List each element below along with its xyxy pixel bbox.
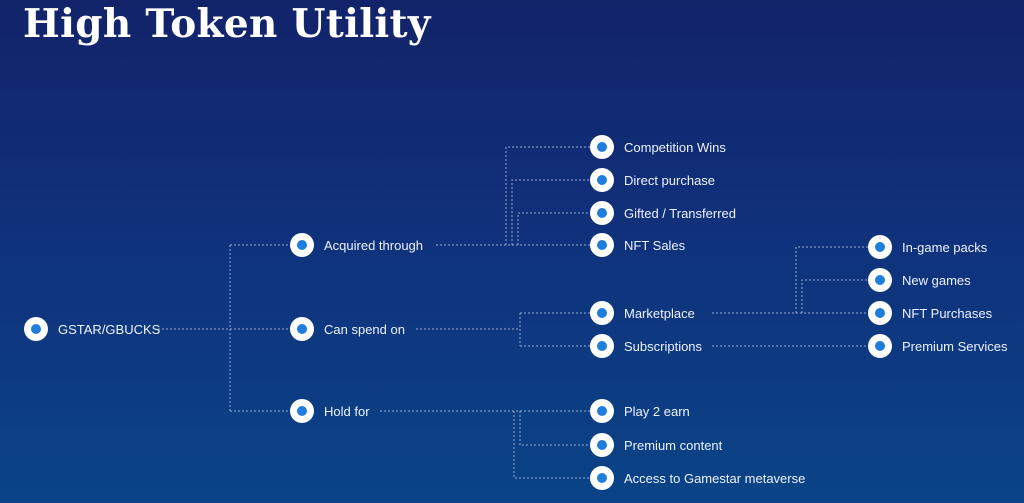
connector-direct-purchase	[511, 179, 590, 245]
node-label: Direct purchase	[624, 172, 716, 188]
node-dot	[590, 466, 614, 490]
node-subscriptions: Subscriptions	[590, 334, 702, 358]
node-dot	[590, 301, 614, 325]
node-label-root: GSTAR/GBUCKS	[58, 321, 161, 337]
node-label: New games	[902, 272, 971, 288]
node-label: Access to Gamestar metaverse	[624, 470, 806, 486]
node-dot	[590, 168, 614, 192]
node-dot	[590, 233, 614, 257]
node-premium-services: Premium Services	[868, 334, 1007, 358]
node-label: Gifted / Transferred	[624, 205, 736, 221]
node-nft-purchases: NFT Purchases	[868, 301, 992, 325]
connector-competition-wins	[505, 146, 590, 245]
node-can-spend-on: Can spend on	[290, 317, 405, 341]
node-nft-sales: NFT Sales	[590, 233, 685, 257]
node-label: NFT Sales	[624, 237, 686, 253]
node-label: Premium Services	[902, 338, 1008, 354]
node-new-games: New games	[868, 268, 971, 292]
node-dot	[590, 201, 614, 225]
node-label: In-game packs	[902, 239, 988, 255]
node-label: Subscriptions	[624, 338, 703, 354]
connector-gifted	[517, 212, 590, 245]
node-in-game-packs: In-game packs	[868, 235, 987, 259]
node-label: NFT Purchases	[902, 305, 993, 321]
connector-access-metaverse	[513, 411, 590, 479]
connector-ingame-packs	[795, 246, 868, 313]
node-label: Hold for	[324, 403, 370, 419]
node-label: Competition Wins	[624, 139, 726, 155]
connector-premium-content	[519, 411, 590, 446]
node-dot	[24, 317, 48, 341]
node-label: Play 2 earn	[624, 403, 690, 419]
node-dot	[868, 235, 892, 259]
node-dot	[590, 433, 614, 457]
node-dot	[590, 334, 614, 358]
node-marketplace: Marketplace	[590, 301, 695, 325]
node-dot	[590, 135, 614, 159]
node-access-gamestar-metaverse: Access to Gamestar metaverse	[590, 466, 805, 490]
node-dot	[290, 399, 314, 423]
node-dot	[590, 399, 614, 423]
node-premium-content: Premium content	[590, 433, 722, 457]
node-direct-purchase: Direct purchase	[590, 168, 715, 192]
node-label: Premium content	[624, 437, 723, 453]
connector-new-games	[801, 279, 868, 313]
node-label: Marketplace	[624, 305, 695, 321]
node-label: Acquired through	[324, 237, 424, 253]
node-play-2-earn: Play 2 earn	[590, 399, 690, 423]
node-dot	[868, 334, 892, 358]
node-dot	[868, 301, 892, 325]
node-hold-for: Hold for	[290, 399, 370, 423]
node-dot	[868, 268, 892, 292]
node-competition-wins: Competition Wins	[590, 135, 726, 159]
node-root: GSTAR/GBUCKS	[24, 317, 160, 341]
node-gifted-transferred: Gifted / Transferred	[590, 201, 736, 225]
slide-title: High Token Utility	[23, 1, 431, 47]
node-acquired-through: Acquired through	[290, 233, 423, 257]
node-dot	[290, 317, 314, 341]
node-label: Can spend on	[324, 321, 405, 337]
node-dot	[290, 233, 314, 257]
